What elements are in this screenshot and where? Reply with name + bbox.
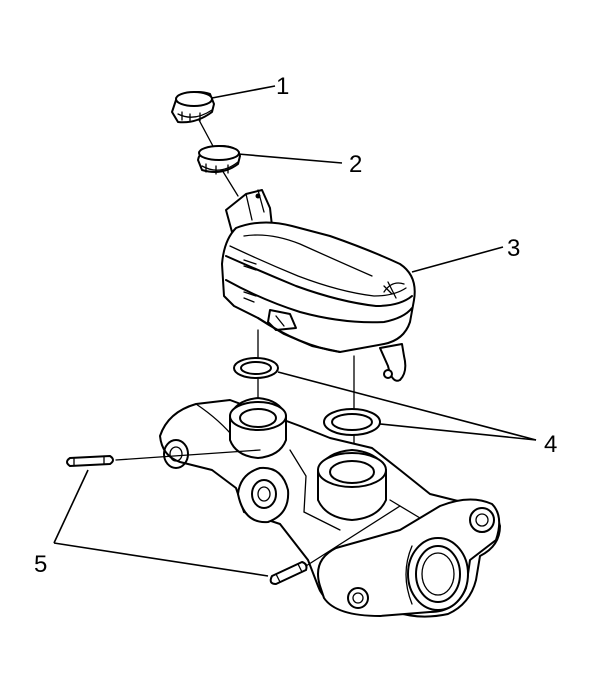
reservoir-grommet-right (323, 408, 381, 436)
reservoir-grommet-left (233, 357, 279, 379)
fluid-reservoir (221, 189, 416, 382)
callout-3: 3 (507, 235, 520, 262)
leader-line-4a (277, 371, 537, 441)
leader-lines (53, 85, 537, 577)
leader-line-3 (411, 246, 504, 273)
callout-4: 4 (544, 431, 557, 458)
alignment-line-cap (198, 119, 215, 149)
leader-line-5a (53, 469, 89, 544)
leader-line-1 (211, 85, 276, 99)
leader-line-4b (379, 423, 537, 441)
alignment-line-pin-lower (305, 505, 401, 567)
reservoir-pin-upper (66, 455, 114, 467)
callout-2: 2 (349, 151, 362, 178)
reservoir-diaphragm (197, 145, 241, 175)
reservoir-pin-lower (269, 561, 308, 585)
callout-5: 5 (34, 551, 47, 578)
alignment-line-pin-upper (115, 449, 261, 461)
leader-line-5b (53, 542, 269, 577)
master-cylinder-body (159, 397, 501, 618)
leader-line-2 (237, 153, 343, 164)
alignment-line-diaphragm (221, 169, 239, 197)
callout-1: 1 (276, 73, 289, 100)
reservoir-cap (171, 91, 215, 124)
